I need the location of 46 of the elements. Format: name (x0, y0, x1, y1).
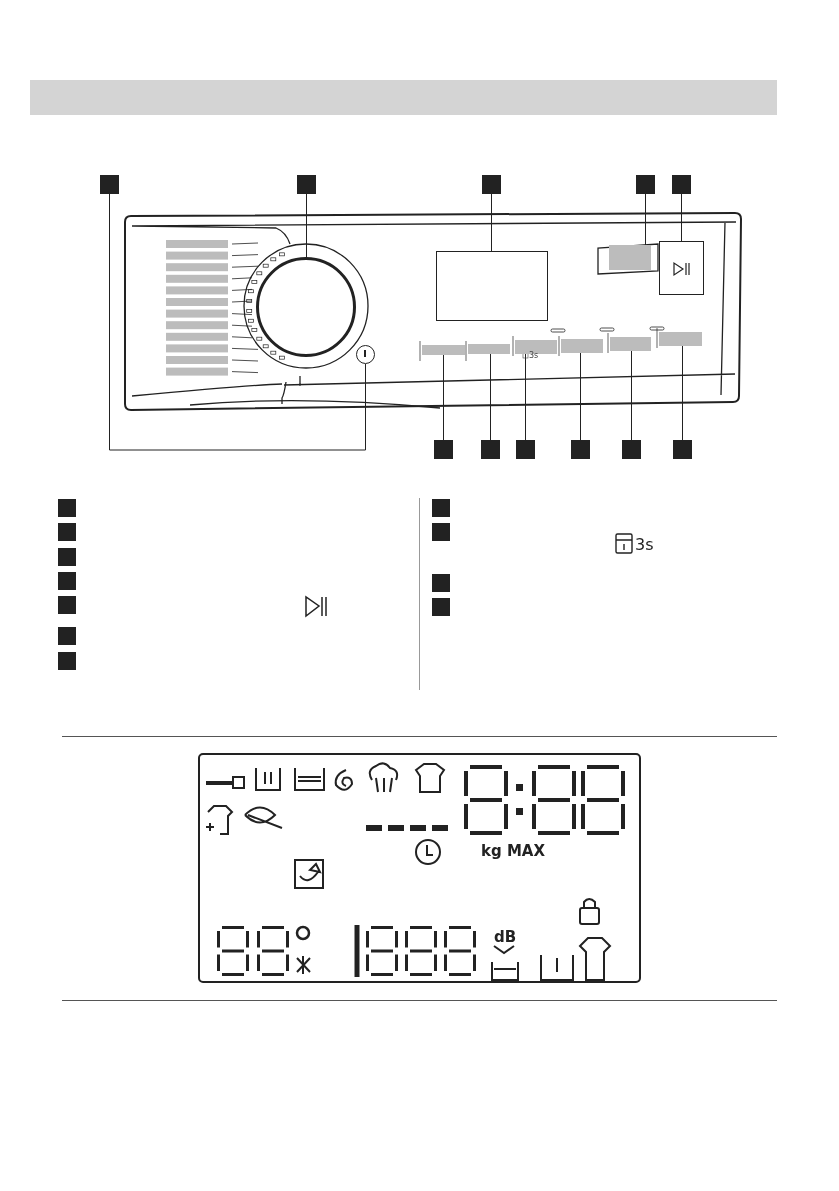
leader-line (490, 353, 491, 441)
callout-marker (672, 175, 691, 194)
start-pause-button (659, 241, 704, 295)
callout-marker (297, 175, 316, 194)
callout-marker (432, 598, 450, 616)
callout-marker (622, 440, 641, 459)
callout-marker (571, 440, 590, 459)
label-text: kg MAX (481, 844, 546, 859)
callout-marker (58, 627, 76, 645)
button (610, 337, 651, 351)
callout-marker (432, 499, 450, 517)
label-text: 3s (529, 352, 539, 360)
callout-marker (673, 440, 692, 459)
callout-marker (516, 440, 535, 459)
leader-line (109, 193, 366, 451)
leader-line (682, 345, 683, 441)
callout-marker (58, 548, 76, 566)
callout-marker (58, 523, 76, 541)
callout-marker (58, 652, 76, 670)
callout-marker (432, 523, 450, 541)
button (561, 339, 603, 353)
program-dial (256, 257, 356, 357)
leader-line (525, 353, 526, 441)
button (659, 332, 702, 346)
button (468, 344, 510, 354)
label-text: 3s (635, 537, 654, 553)
leader-line (645, 193, 646, 246)
leader-line (580, 352, 581, 441)
callout-marker (636, 175, 655, 194)
callout-marker (432, 574, 450, 592)
callout-marker (100, 175, 119, 194)
display-window (436, 251, 548, 321)
callout-marker (58, 572, 76, 590)
callout-marker (481, 440, 500, 459)
leader-line (491, 193, 492, 252)
button (609, 245, 651, 270)
leader-line (443, 354, 444, 441)
leader-line (631, 350, 632, 441)
leader-line (681, 193, 682, 242)
callout-marker (58, 499, 76, 517)
callout-marker (434, 440, 453, 459)
button (422, 345, 465, 355)
callout-marker (482, 175, 501, 194)
leader-line (306, 193, 307, 258)
callout-marker (58, 596, 76, 614)
label-text: dB (494, 930, 517, 945)
